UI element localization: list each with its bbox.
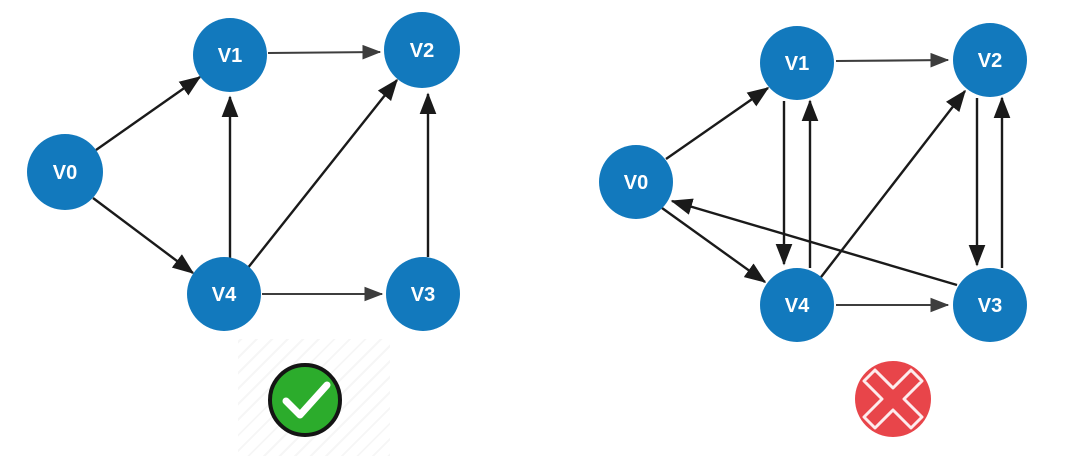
node-v2-label: V2 <box>410 40 434 62</box>
node-v0-label: V0 <box>624 172 648 194</box>
node-v1-circle[interactable] <box>193 18 267 92</box>
node-v1[interactable]: V1 <box>760 26 834 100</box>
node-group-right: V0 V1 V2 V3 V4 <box>599 23 1027 342</box>
node-v0-circle[interactable] <box>599 145 673 219</box>
acyclic-graph-panel: V0 V1 V2 V3 V4 <box>27 12 460 437</box>
node-v4-circle[interactable] <box>187 257 261 331</box>
node-v2-circle[interactable] <box>953 23 1027 97</box>
node-v2[interactable]: V2 <box>384 12 460 88</box>
node-v2[interactable]: V2 <box>953 23 1027 97</box>
node-v4-circle[interactable] <box>760 268 834 342</box>
cross-icon <box>862 368 924 430</box>
node-group-left: V0 V1 V2 V3 V4 <box>27 12 460 331</box>
node-v4-label: V4 <box>785 295 810 317</box>
node-v4[interactable]: V4 <box>187 257 261 331</box>
edge-group-left <box>92 44 437 302</box>
node-v4-label: V4 <box>212 284 237 306</box>
node-v3-circle[interactable] <box>386 257 460 331</box>
node-v2-label: V2 <box>978 50 1002 72</box>
edge-v4-v2 <box>817 89 966 282</box>
node-v3-label: V3 <box>978 295 1002 317</box>
node-v3-label: V3 <box>411 284 435 306</box>
edge-v0-v4 <box>661 207 767 283</box>
edge-v0-v1 <box>95 76 202 151</box>
node-v0-label: V0 <box>53 162 77 184</box>
check-badge-circle <box>268 363 342 437</box>
node-v4[interactable]: V4 <box>760 268 834 342</box>
edge-v1-v2 <box>835 52 950 68</box>
edge-group-right <box>661 52 1011 313</box>
node-v1[interactable]: V1 <box>193 18 267 92</box>
node-v0-circle[interactable] <box>27 134 103 210</box>
edge-v3-v0 <box>670 198 958 287</box>
node-v1-label: V1 <box>785 53 809 75</box>
valid-badge <box>268 363 342 437</box>
edge-v1-v2 <box>267 44 382 60</box>
edge-v0-v1 <box>665 87 770 160</box>
node-v0[interactable]: V0 <box>27 134 103 210</box>
cyclic-graph-panel: V0 V1 V2 V3 V4 <box>599 23 1027 437</box>
node-v2-circle[interactable] <box>384 12 460 88</box>
invalid-badge <box>855 361 931 437</box>
edge-v0-v4 <box>92 197 195 274</box>
node-v1-label: V1 <box>218 45 242 67</box>
node-v3[interactable]: V3 <box>953 268 1027 342</box>
node-v3-circle[interactable] <box>953 268 1027 342</box>
node-v3[interactable]: V3 <box>386 257 460 331</box>
check-icon <box>282 381 331 419</box>
node-v0[interactable]: V0 <box>599 145 673 219</box>
node-v1-circle[interactable] <box>760 26 834 100</box>
edge-v4-v2 <box>246 78 398 270</box>
